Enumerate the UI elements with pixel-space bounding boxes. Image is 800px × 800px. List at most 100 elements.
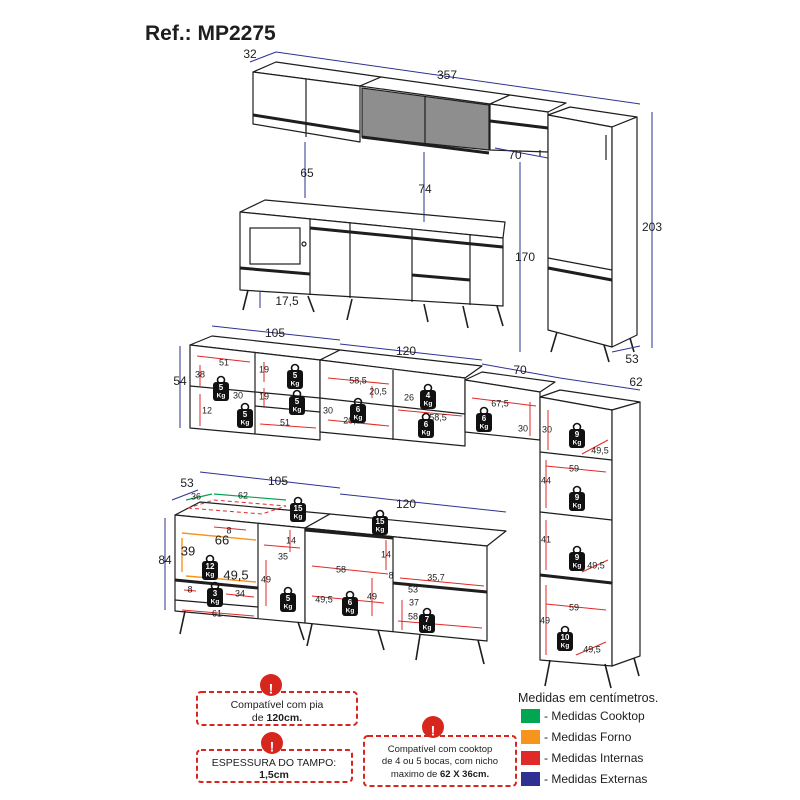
- lower-internal-dimension-label: 35,7: [427, 572, 445, 582]
- weight-unit: Kg: [424, 401, 433, 408]
- lower-internal-dimension-label: 58: [408, 611, 418, 621]
- lower-internal-dimension-label: 14: [381, 549, 391, 559]
- weight-badge: 6Kg: [350, 397, 366, 423]
- upper-internal-dimension-label: 38: [195, 369, 205, 379]
- tower-internal-dimension-label: 59: [569, 463, 579, 473]
- kettlebell-icon: [569, 429, 585, 448]
- weight-badge: 6Kg: [476, 406, 492, 432]
- weight-badge: 5Kg: [237, 402, 253, 428]
- weight-value: 5: [286, 594, 291, 603]
- weight-unit: Kg: [480, 424, 489, 431]
- upper-internal-dimension-label: 20,5: [369, 386, 387, 396]
- assembled-dimension-label: 70: [508, 148, 522, 162]
- weight-unit: Kg: [422, 430, 431, 437]
- kettlebell-icon: [372, 516, 388, 535]
- weight-value: 9: [575, 553, 580, 562]
- lower-internal-dimension-label: 58: [336, 564, 346, 574]
- kettlebell-icon: [569, 492, 585, 511]
- warning-icon: [261, 732, 283, 754]
- upper-external-dimension-label: 70: [513, 363, 527, 377]
- weight-badge: 6Kg: [342, 590, 358, 616]
- lower-internal-dimension-label: 34: [235, 588, 245, 598]
- weight-value: 6: [482, 414, 487, 423]
- kettlebell-icon: [289, 396, 305, 415]
- note-cooktop: ! Compatível com cooktop de 4 ou 5 bocas…: [363, 716, 517, 787]
- note-cooktop-line1: Compatível com cooktop: [388, 744, 493, 755]
- weight-badge: 9Kg: [569, 485, 585, 511]
- weight-badge: 5Kg: [280, 586, 296, 612]
- tower-internal-dimension-label: 49,5: [591, 445, 609, 455]
- assembled-kitchen-drawing: [239, 51, 653, 363]
- kettlebell-icon: [342, 597, 358, 616]
- weight-badge: 9Kg: [569, 422, 585, 448]
- note-sink-line1: Compatível com pia: [231, 699, 324, 711]
- kettlebell-icon: [202, 561, 218, 580]
- weight-unit: Kg: [294, 514, 303, 521]
- weight-unit: Kg: [211, 599, 220, 606]
- legend-swatch-external: [521, 772, 540, 786]
- note-sink: ! Compatível com pia de 120cm.: [196, 674, 358, 726]
- weight-unit: Kg: [573, 563, 582, 570]
- note-cooktop-line3: maximo de 62 X 36cm.: [391, 769, 489, 780]
- lower-internal-dimension-label: 53: [408, 584, 418, 594]
- weight-badge: 5Kg: [287, 363, 303, 389]
- weight-unit: Kg: [206, 572, 215, 579]
- kettlebell-icon: [287, 370, 303, 389]
- lower-internal-dimension-label: 8: [388, 570, 393, 580]
- legend-label-oven: - Medidas Forno: [544, 730, 632, 744]
- reference-title: Ref.: MP2275: [145, 22, 276, 45]
- tower-internal-dimension-label: 49: [540, 615, 550, 625]
- upper-external-dimension-label: 120: [396, 344, 416, 358]
- assembled-dimension-label: 32: [243, 47, 257, 61]
- lower-external-dimension-label: 120: [396, 497, 416, 511]
- upper-internal-dimension-label: 51: [219, 357, 229, 367]
- weight-value: 6: [348, 598, 353, 607]
- weight-value: 5: [295, 397, 300, 406]
- weight-unit: Kg: [293, 407, 302, 414]
- tower-internal-dimension-label: 41: [541, 534, 551, 544]
- weight-value: 15: [294, 504, 303, 513]
- assembled-dimension-label: 53: [625, 352, 639, 366]
- weight-badge: 4Kg: [420, 383, 436, 409]
- note-top-thickness: ! ESPESSURA DO TAMPO: 1,5cm: [196, 732, 353, 783]
- upper-internal-dimension-label: 30: [518, 423, 528, 433]
- svg-text:!: !: [270, 739, 275, 755]
- upper-internal-dimension-label: 67,5: [491, 398, 509, 408]
- lower-external-dimension-label: 84: [158, 553, 172, 567]
- tower-dimension-lines: [545, 439, 609, 656]
- cooktop-dimension-label: 36: [191, 491, 201, 501]
- note-thickness-line2: 1,5cm: [259, 769, 289, 781]
- assembled-dimension-label: 357: [437, 68, 457, 82]
- weight-value: 6: [356, 405, 361, 414]
- tower-internal-dimension-label: 49,5: [587, 560, 605, 570]
- weight-badge: 5Kg: [213, 375, 229, 401]
- upper-internal-dimension-label: 51: [280, 417, 290, 427]
- upper-internal-dimension-label: 19: [259, 391, 269, 401]
- weight-value: 12: [206, 562, 215, 571]
- warning-icon: [422, 716, 444, 738]
- weight-capacity-badges: 5Kg5Kg5Kg5Kg4Kg6Kg6Kg6Kg9Kg9Kg9Kg10Kg15K…: [202, 363, 585, 651]
- kettlebell-icon: [476, 413, 492, 432]
- weight-unit: Kg: [573, 440, 582, 447]
- weight-unit: Kg: [561, 643, 570, 650]
- weight-badge: 6Kg: [418, 412, 434, 438]
- upper-internal-dimension-label: 30: [233, 390, 243, 400]
- weight-unit: Kg: [346, 608, 355, 615]
- weight-unit: Kg: [423, 625, 432, 632]
- weight-unit: Kg: [291, 381, 300, 388]
- legend-label-cooktop: - Medidas Cooktop: [544, 709, 645, 723]
- kettlebell-icon: [418, 419, 434, 438]
- weight-unit: Kg: [376, 527, 385, 534]
- legend-swatch-oven: [521, 730, 540, 744]
- kettlebell-icon: [557, 632, 573, 651]
- lower-internal-dimension-label: 14: [286, 535, 296, 545]
- lower-internal-dimension-label: 35: [278, 551, 288, 561]
- kettlebell-icon: [237, 409, 253, 428]
- kettlebell-icon: [207, 588, 223, 607]
- tower-internal-dimension-label: 59: [569, 602, 579, 612]
